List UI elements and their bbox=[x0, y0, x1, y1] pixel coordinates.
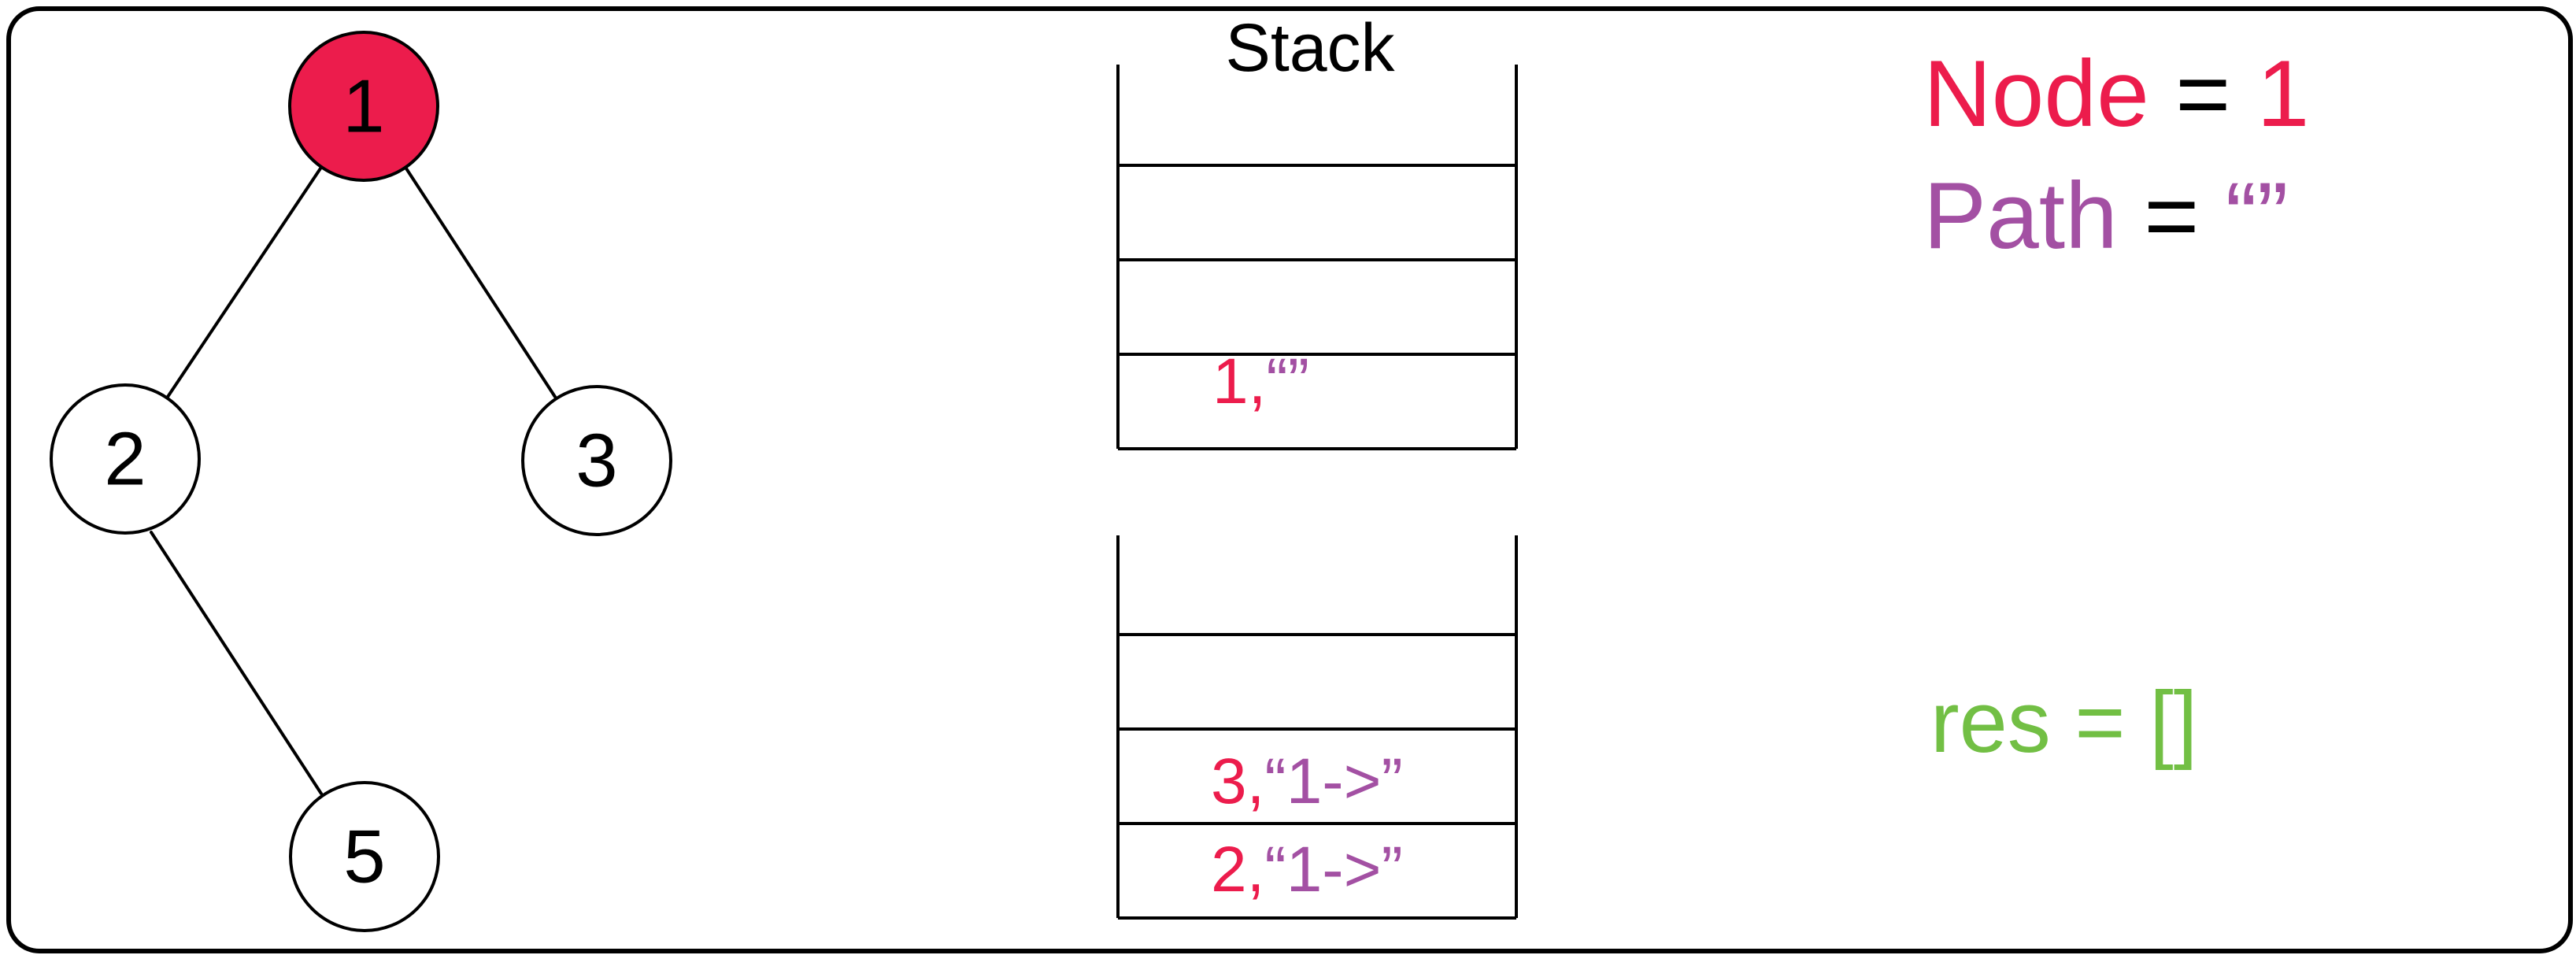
tree-node-2-label: 2 bbox=[104, 417, 146, 502]
tree-node-3-circle bbox=[521, 385, 672, 536]
tree-node-5: 5 bbox=[289, 781, 440, 932]
stack-after bbox=[1116, 535, 1518, 920]
tree-node-1: 1 bbox=[288, 31, 439, 182]
edge-1-3 bbox=[405, 167, 557, 398]
res-state: res = [] bbox=[1930, 674, 2197, 771]
edge-1-2 bbox=[166, 167, 322, 398]
path-state-value: “” bbox=[2226, 163, 2289, 268]
stack-before-entry: 1,“” bbox=[1212, 346, 1309, 417]
diagram-frame bbox=[6, 6, 2573, 953]
node-state-label: Node bbox=[1923, 41, 2149, 146]
path-state-label: Path bbox=[1923, 163, 2118, 268]
tree-node-2: 2 bbox=[50, 383, 201, 535]
path-state-equals: = bbox=[2144, 163, 2199, 268]
tree-node-1-circle bbox=[288, 31, 439, 182]
stack-after-entry-bottom: 2,“1->” bbox=[1211, 834, 1403, 905]
tree-node-2-circle bbox=[50, 383, 201, 535]
node-state: Node = 1 bbox=[1923, 41, 2309, 146]
stack-entry-node: 1, bbox=[1212, 346, 1266, 417]
stack-after-entry-top: 3,“1->” bbox=[1211, 746, 1403, 817]
edge-2-5 bbox=[150, 531, 323, 795]
stack-entry-path: “” bbox=[1266, 346, 1309, 417]
node-state-value: 1 bbox=[2257, 41, 2310, 146]
stack-title: Stack bbox=[1225, 10, 1395, 86]
stack-entry-node: 2, bbox=[1211, 834, 1264, 905]
stack-before bbox=[1116, 65, 1518, 450]
tree-node-3-label: 3 bbox=[576, 419, 617, 503]
tree-node-3: 3 bbox=[521, 385, 672, 536]
tree-node-5-circle bbox=[289, 781, 440, 932]
path-state: Path = “” bbox=[1923, 163, 2289, 268]
tree-node-5-label: 5 bbox=[343, 815, 385, 899]
tree-edges bbox=[150, 167, 557, 795]
stack-entry-path: “1->” bbox=[1264, 746, 1402, 817]
stack-entry-path: “1->” bbox=[1264, 834, 1402, 905]
node-state-equals: = bbox=[2175, 41, 2230, 146]
stack-entry-node: 3, bbox=[1211, 746, 1264, 817]
tree-node-1-label: 1 bbox=[342, 65, 384, 149]
